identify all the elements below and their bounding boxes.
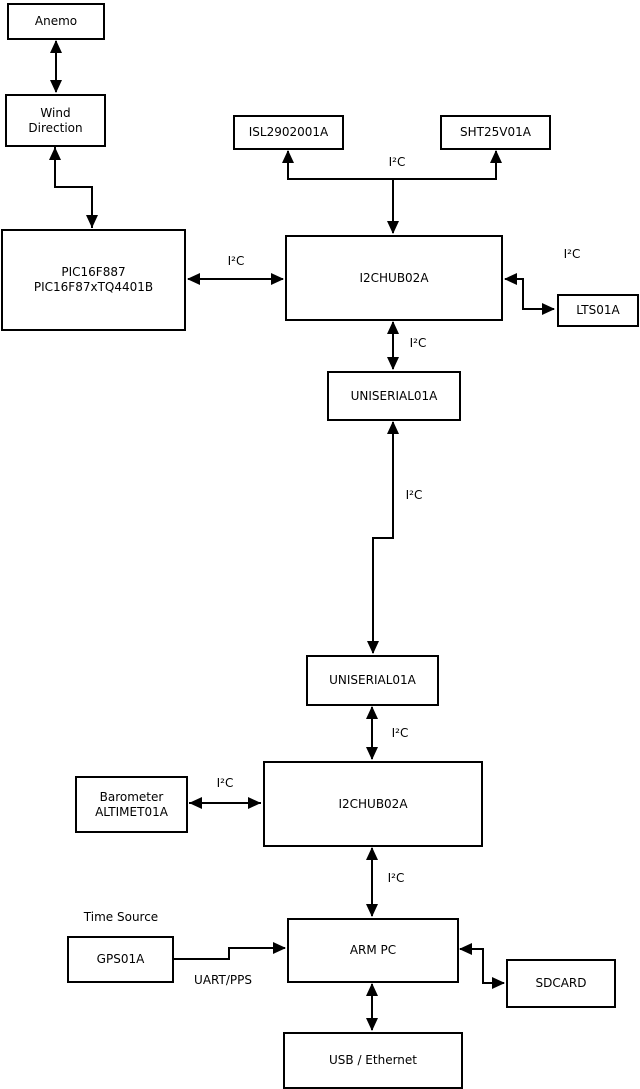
edge-label-i2c-uniserial-link: I²C <box>405 488 423 502</box>
edge-label-i2c-sensor-bus: I²C <box>388 155 406 169</box>
node-wind-direction-label-line2: Direction <box>28 120 83 135</box>
node-arm-pc-label: ARM PC <box>349 943 397 957</box>
connector-wind-pic <box>49 147 98 228</box>
node-i2chub02a-top-label: I2CHUB02A <box>359 270 429 285</box>
node-pic16f887-label-line1: PIC16F887 <box>61 265 126 279</box>
node-wind-direction-label-line1: Wind <box>40 105 71 120</box>
node-uniserial01a-bottom: UNISERIAL01A <box>306 655 439 706</box>
node-i2chub02a-top: I2CHUB02A <box>285 235 503 321</box>
node-sht25v01a-label: SHT25V01A <box>460 125 531 139</box>
node-lts01a: LTS01A <box>557 294 639 327</box>
node-pic16f887-label-line2: PIC16F87xTQ4401B <box>33 280 154 294</box>
connector-anemo-wind <box>50 40 62 93</box>
connector-hub2-armpc <box>366 847 378 917</box>
node-barometer-label-line1: Barometer <box>99 789 164 804</box>
node-gps01a-label: GPS01A <box>96 952 145 966</box>
node-uniserial01a-bottom-label: UNISERIAL01A <box>329 673 416 687</box>
node-barometer-altimet01a: Barometer ALTIMET01A <box>75 776 188 833</box>
node-usb-ethernet: USB / Ethernet <box>283 1032 463 1089</box>
edge-label-i2c-pic-hub1: I²C <box>227 254 245 268</box>
node-wind-direction: Wind Direction <box>5 94 106 147</box>
edge-label-time-source: Time Source <box>83 910 159 924</box>
node-sht25v01a: SHT25V01A <box>440 115 551 150</box>
edge-label-i2c-hub2-armpc: I²C <box>387 871 405 885</box>
node-barometer-label-line2: ALTIMET01A <box>95 804 168 819</box>
connector-uniserial1-uniserial2 <box>367 421 399 654</box>
edge-label-i2c-hub1-lts: I²C <box>563 247 581 261</box>
node-i2chub02a-bottom-label: I2CHUB02A <box>338 796 408 811</box>
connector-armpc-sdcard <box>459 943 505 989</box>
node-anemo: Anemo <box>7 3 105 40</box>
connector-gps-armpc <box>173 942 286 960</box>
connector-armpc-usb <box>366 983 378 1031</box>
node-uniserial01a-top-label: UNISERIAL01A <box>350 388 438 403</box>
connector-hub1-lts <box>504 273 555 315</box>
node-uniserial01a-top: UNISERIAL01A <box>327 371 461 421</box>
edge-label-i2c-uniserial2-hub2: I²C <box>391 726 409 740</box>
node-gps01a: GPS01A <box>67 936 174 983</box>
node-sdcard-label: SDCARD <box>535 976 587 990</box>
node-sdcard: SDCARD <box>506 959 616 1008</box>
node-i2chub02a-bottom: I2CHUB02A <box>263 761 483 847</box>
node-arm-pc: ARM PC <box>287 918 459 983</box>
node-isl2902001a-label: ISL2902001A <box>248 125 329 139</box>
node-isl2902001a: ISL2902001A <box>233 115 344 150</box>
connector-pic-hub1 <box>187 273 284 285</box>
edge-label-uart-pps: UART/PPS <box>194 973 252 987</box>
connector-hub1-uniserial1 <box>387 321 399 370</box>
edge-label-i2c-hub1-uniserial1: I²C <box>409 336 427 350</box>
node-lts01a-label: LTS01A <box>576 303 620 317</box>
connector-barometer-hub2 <box>189 797 261 809</box>
connector-uniserial2-hub2 <box>366 706 378 760</box>
node-pic16f887: PIC16F887 PIC16F87xTQ4401B <box>1 229 186 331</box>
node-usb-ethernet-label: USB / Ethernet <box>329 1053 417 1067</box>
connector-sensor-bus <box>282 150 502 234</box>
node-anemo-label: Anemo <box>34 14 78 28</box>
edge-label-i2c-barometer-hub2: I²C <box>216 776 234 790</box>
